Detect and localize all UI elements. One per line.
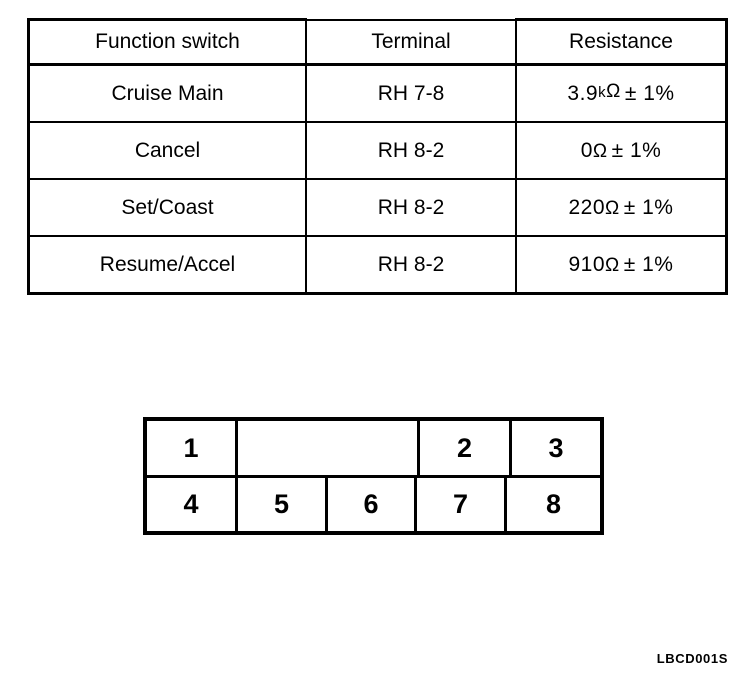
cell-function-switch: Set/Coast bbox=[27, 178, 307, 237]
resistance-multiplier: k bbox=[598, 84, 607, 101]
cell-function-switch: Resume/Accel bbox=[27, 235, 307, 295]
connector-blank-cell bbox=[235, 421, 417, 475]
connector-pin-4: 4 bbox=[147, 478, 235, 531]
connector-pin-7: 7 bbox=[414, 478, 504, 531]
table-header: Function switch Terminal Resistance bbox=[27, 18, 728, 66]
resistance-tolerance: ± 1% bbox=[611, 138, 662, 162]
connector-pinout-diagram: 1 2 3 4 5 6 7 8 bbox=[143, 417, 604, 535]
resistance-value: 220 bbox=[568, 195, 606, 219]
resistance-value: 3.9 bbox=[567, 82, 599, 105]
table-row: Cancel RH 8-2 0Ω± 1% bbox=[27, 121, 728, 180]
connector-pin-6: 6 bbox=[325, 478, 414, 531]
resistance-value: 910 bbox=[568, 252, 606, 276]
cell-terminal: RH 8-2 bbox=[305, 235, 517, 295]
cell-terminal: RH 8-2 bbox=[305, 178, 517, 237]
figure-reference-code: LBCD001S bbox=[656, 651, 728, 666]
resistance-tolerance: ± 1% bbox=[624, 82, 675, 105]
cell-function-switch: Cancel bbox=[27, 121, 307, 180]
cell-resistance: 220Ω± 1% bbox=[515, 178, 728, 237]
connector-pin-1: 1 bbox=[147, 421, 235, 475]
cell-resistance: 3.9kΩ± 1% bbox=[515, 63, 728, 123]
cell-resistance: 0Ω± 1% bbox=[515, 121, 728, 180]
resistance-value: 0 bbox=[580, 138, 593, 162]
connector-pin-3: 3 bbox=[509, 421, 600, 475]
connector-pin-2: 2 bbox=[417, 421, 509, 475]
connector-pin-5: 5 bbox=[235, 478, 325, 531]
table-row: Resume/Accel RH 8-2 910Ω± 1% bbox=[27, 235, 728, 295]
column-header-function-switch: Function switch bbox=[27, 18, 307, 66]
table-row: Set/Coast RH 8-2 220Ω± 1% bbox=[27, 178, 728, 237]
column-header-resistance: Resistance bbox=[515, 18, 728, 66]
cell-resistance: 910Ω± 1% bbox=[515, 235, 728, 295]
resistance-tolerance: ± 1% bbox=[623, 252, 674, 276]
resistance-unit: Ω bbox=[606, 81, 621, 102]
resistance-unit: Ω bbox=[605, 254, 620, 276]
connector-pin-8: 8 bbox=[504, 478, 600, 531]
resistance-unit: Ω bbox=[605, 197, 620, 219]
table-header-row: Function switch Terminal Resistance bbox=[27, 18, 728, 66]
connector-top-row: 1 2 3 bbox=[143, 417, 604, 478]
resistance-unit: Ω bbox=[592, 140, 608, 162]
cell-terminal: RH 8-2 bbox=[305, 121, 517, 180]
connector-bottom-row: 4 5 6 7 8 bbox=[143, 478, 604, 535]
resistance-tolerance: ± 1% bbox=[623, 195, 674, 219]
table-body: Cruise Main RH 7-8 3.9kΩ± 1% Cancel RH 8… bbox=[27, 63, 728, 295]
table-row: Cruise Main RH 7-8 3.9kΩ± 1% bbox=[27, 63, 728, 123]
cell-function-switch: Cruise Main bbox=[27, 63, 307, 123]
column-header-terminal: Terminal bbox=[305, 18, 517, 66]
cell-terminal: RH 7-8 bbox=[305, 63, 517, 123]
resistance-spec-table: Function switch Terminal Resistance Crui… bbox=[27, 18, 728, 295]
